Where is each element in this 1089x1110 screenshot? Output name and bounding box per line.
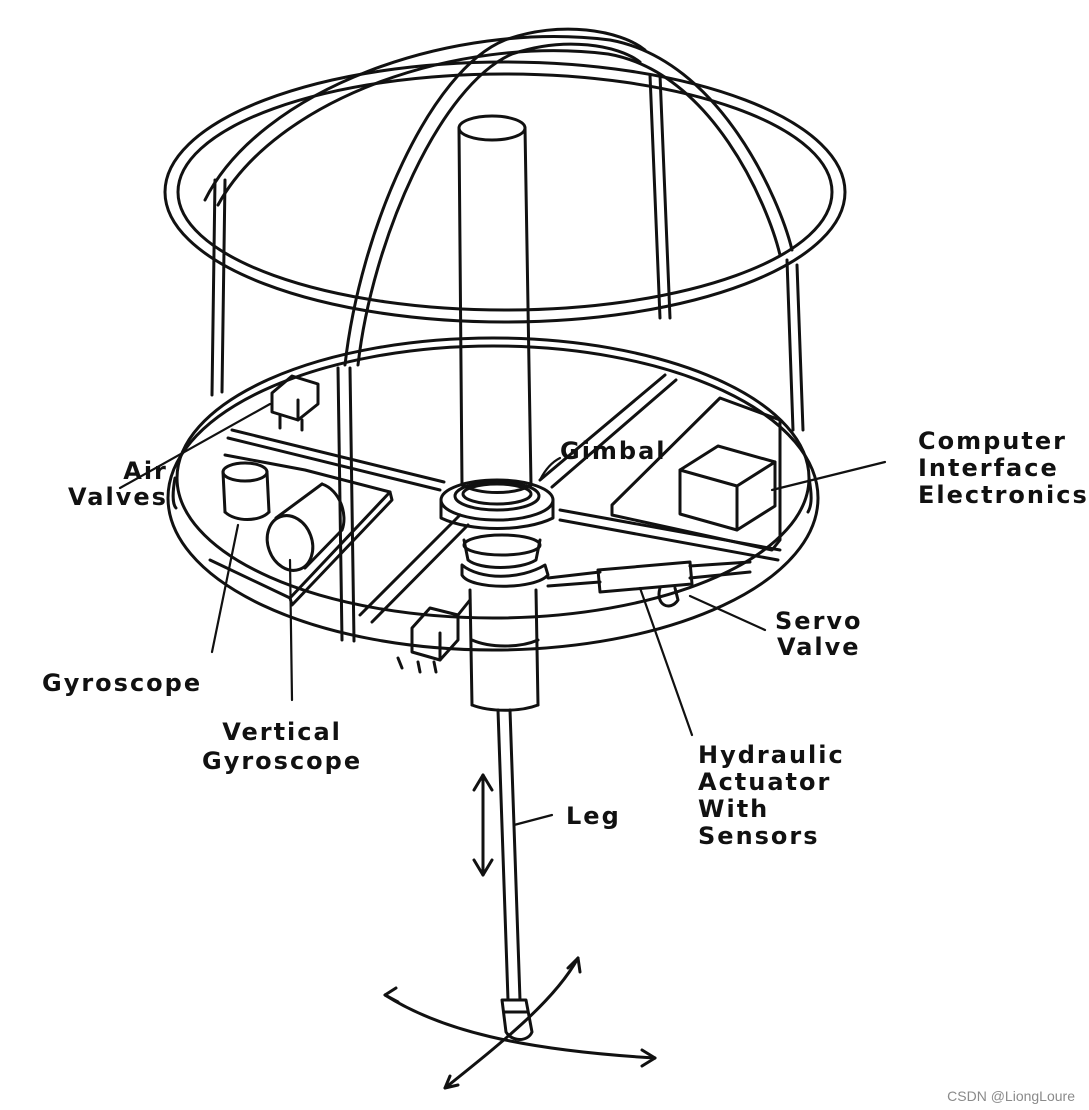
frame-arches bbox=[203, 27, 794, 367]
label-computer-interface-electronics: Computer Interface Electronics bbox=[918, 427, 1089, 509]
label-gyroscope: Gyroscope bbox=[42, 669, 203, 697]
lower-body bbox=[460, 533, 550, 712]
plate-dividers bbox=[226, 373, 782, 624]
hydraulic-actuator-shape bbox=[546, 560, 752, 608]
central-column bbox=[457, 114, 533, 494]
bottom-valves bbox=[396, 656, 438, 674]
electronics-tray bbox=[610, 396, 782, 552]
base-plate bbox=[166, 336, 820, 652]
electronics-box bbox=[678, 444, 777, 532]
air-valve-block bbox=[270, 374, 320, 432]
leader-lines bbox=[118, 402, 887, 827]
label-vertical-gyroscope: Vertical Gyroscope bbox=[202, 718, 363, 775]
vertical-motion-arrow bbox=[472, 773, 494, 877]
top-ring bbox=[163, 60, 847, 324]
gyroscope-shape bbox=[221, 461, 271, 521]
label-leg: Leg bbox=[566, 802, 621, 830]
left-valve-block bbox=[410, 598, 472, 662]
vertical-gyroscope-shape bbox=[265, 482, 346, 572]
swing-arrows bbox=[383, 956, 657, 1090]
gimbal-shape bbox=[439, 478, 555, 530]
label-air-valves: Air Valves bbox=[68, 457, 168, 511]
label-hydraulic-actuator-with-sensors: Hydraulic Actuator With Sensors bbox=[698, 741, 845, 850]
label-gimbal: Gimbal bbox=[560, 437, 667, 465]
leg-shape bbox=[496, 708, 534, 1041]
watermark: CSDN @LiongLoure bbox=[947, 1088, 1075, 1104]
label-servo-valve: Servo Valve bbox=[775, 607, 863, 661]
